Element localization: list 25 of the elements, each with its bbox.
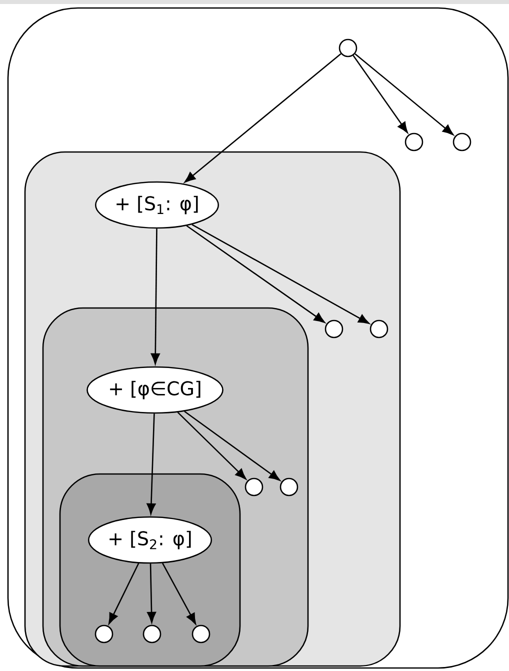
- circle-node: [452, 132, 472, 152]
- arrow: [184, 410, 280, 481]
- arrow: [352, 55, 408, 134]
- arrow: [186, 225, 326, 323]
- circle-node: [192, 624, 210, 644]
- ellipse-node: + [φ∈CG]: [86, 366, 224, 414]
- ellipse-node: + [S$_{2}$: φ]: [88, 516, 212, 564]
- arrow: [192, 224, 370, 324]
- circle-node: [244, 478, 264, 496]
- circle-node: [324, 320, 344, 338]
- arrow: [162, 562, 196, 624]
- circle-node: [142, 624, 162, 644]
- arrow: [354, 53, 454, 136]
- ellipse-node: + [S$_{1}$: φ]: [94, 181, 220, 229]
- circle-node: [370, 320, 388, 338]
- circle-node: [338, 38, 358, 58]
- circle-node: [280, 478, 298, 496]
- circle-node: [94, 624, 114, 644]
- arrow: [147, 564, 156, 623]
- circle-node: [404, 132, 424, 152]
- arrow: [184, 53, 342, 183]
- arrow: [150, 228, 160, 364]
- arrow: [108, 562, 140, 624]
- arrow: [177, 412, 246, 480]
- arrow: [146, 414, 156, 514]
